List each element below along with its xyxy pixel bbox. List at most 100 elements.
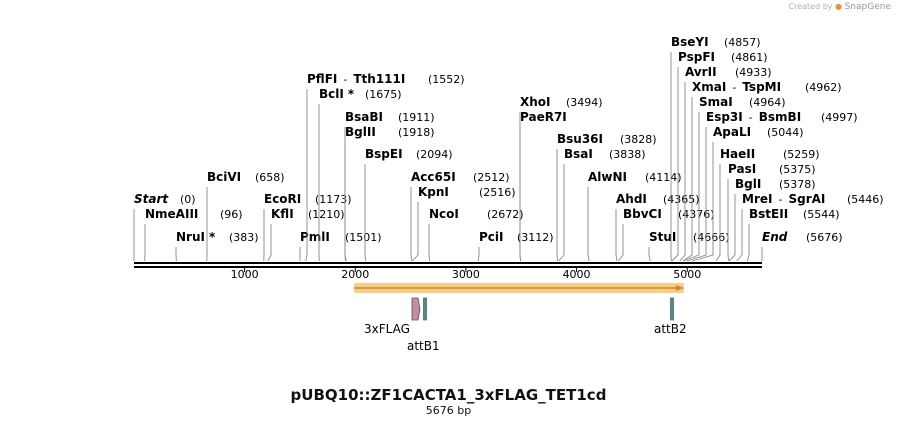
enzyme-site[interactable]: PciI(3112) [477, 230, 554, 262]
enzyme-site[interactable]: PaeR7I [519, 110, 567, 262]
enzyme-position: (1552) [428, 73, 465, 86]
enzyme-name: BseYI [671, 35, 709, 49]
enzyme-name: BspEI [365, 147, 403, 161]
feature-attb2[interactable]: attB2 [654, 297, 687, 336]
enzyme-name: PmlI [300, 230, 330, 244]
enzyme-name: BsaI [564, 147, 593, 161]
axis-tick-label: 2000 [341, 268, 369, 281]
enzyme-site[interactable]: BstEII(5544) [746, 207, 840, 262]
enzyme-name: Start [134, 192, 169, 206]
dna-backbone[interactable] [134, 262, 762, 268]
enzyme-site[interactable]: Acc65I(2512) [410, 170, 510, 262]
enzyme-position: (4964) [749, 96, 786, 109]
enzyme-name: BglI [735, 177, 761, 191]
enzyme-site[interactable]: BclI*(1675) [318, 87, 402, 262]
enzyme-leader-line [679, 82, 686, 262]
enzyme-site[interactable]: AlwNI(4114) [587, 170, 682, 262]
enzyme-leader-line [412, 202, 419, 262]
enzyme-site[interactable]: End(5676) [761, 230, 843, 261]
methylation-star: * [348, 87, 355, 101]
axis-tick-label: 3000 [452, 268, 480, 281]
enzyme-position: (96) [220, 208, 243, 221]
enzyme-name: StuI [649, 230, 676, 244]
enzyme-name: ApaLI [713, 125, 751, 139]
enzyme-leader-line [648, 247, 651, 262]
enzyme-position: (4376) [678, 208, 715, 221]
isoschizomer-dash: - [778, 193, 782, 206]
enzyme-position: (4962) [805, 81, 842, 94]
enzyme-site[interactable]: AvrII(4933) [679, 65, 772, 262]
enzyme-site[interactable]: BglI(5378) [728, 177, 816, 262]
enzyme-leader-line [364, 164, 367, 262]
enzyme-name: BbvCI [623, 207, 662, 221]
orf-track[interactable] [354, 283, 684, 293]
enzyme-site[interactable]: PspFI(4861) [671, 50, 768, 262]
enzyme-name-secondary: BsmBI [759, 110, 801, 124]
enzyme-site[interactable]: PflFI-Tth111I(1552) [305, 72, 465, 262]
enzyme-position: (1501) [345, 231, 382, 244]
credit-brand: SnapGene [844, 2, 891, 12]
credit-prefix: Created by [788, 2, 833, 11]
enzyme-name: XhoI [520, 95, 551, 109]
enzyme-position: (2512) [473, 171, 510, 184]
feature-label: attB1 [407, 339, 440, 353]
enzyme-position: (1675) [365, 88, 402, 101]
enzyme-site[interactable]: SmaI (4964) [683, 95, 786, 262]
enzyme-name: PaeR7I [520, 110, 567, 124]
enzyme-site[interactable]: EcoRI(1173) [263, 192, 352, 262]
enzyme-name: EcoRI [264, 192, 301, 206]
enzyme-site[interactable]: KflI(1210) [267, 207, 345, 262]
feature-track[interactable]: 3xFLAG attB1 attB2 [364, 297, 687, 353]
enzyme-position: (1210) [308, 208, 345, 221]
enzyme-position: (4365) [663, 193, 700, 206]
enzyme-site[interactable]: Esp3I-BsmBI(4997) [686, 110, 858, 262]
enzyme-position: (3112) [517, 231, 554, 244]
orf-arrow-icon [675, 285, 684, 291]
enzyme-site[interactable]: NruI*(383) [175, 230, 259, 262]
enzyme-position: (5044) [767, 126, 804, 139]
enzyme-position: (383) [229, 231, 259, 244]
enzyme-leader-line [746, 224, 750, 262]
enzyme-position: (5676) [806, 231, 843, 244]
enzyme-site[interactable]: ApaLI (5044) [691, 125, 804, 262]
enzyme-site[interactable]: NmeAIII(96) [144, 207, 243, 262]
enzyme-site[interactable]: BsaI(3838) [558, 147, 646, 262]
enzyme-site[interactable]: PasI(5375) [727, 162, 816, 262]
feature-3xflag[interactable]: 3xFLAG [364, 297, 421, 336]
enzyme-site[interactable]: AhdI (4365) [615, 192, 700, 262]
enzyme-position: (2094) [416, 148, 453, 161]
enzyme-leader-line [344, 142, 347, 262]
enzyme-position: (4997) [821, 111, 858, 124]
enzyme-site[interactable]: KpnI(2516) [412, 185, 516, 262]
enzyme-site[interactable]: BseYI(4857) [670, 35, 761, 262]
enzyme-site[interactable]: PmlI (1501) [299, 230, 382, 262]
enzyme-site[interactable]: Bsu36I(3828) [556, 132, 657, 262]
enzyme-site[interactable]: BciVI(658) [206, 170, 285, 262]
enzyme-site[interactable]: NcoI(2672) [428, 207, 524, 262]
enzyme-site[interactable]: BglII(1918) [344, 125, 435, 262]
enzyme-name: AhdI [616, 192, 647, 206]
enzyme-position: (4933) [735, 66, 772, 79]
enzyme-site[interactable]: XhoI(3494) [519, 95, 603, 262]
feature-attb1[interactable]: attB1 [407, 297, 440, 353]
enzyme-position: (1918) [398, 126, 435, 139]
enzyme-site[interactable]: HaeII(5259) [715, 147, 820, 262]
enzyme-site[interactable]: MreI-SgrAI(5446) [736, 192, 884, 262]
enzyme-name-secondary: TspMI [742, 80, 781, 94]
enzyme-name: BsaBI [345, 110, 383, 124]
enzyme-site[interactable]: BbvCI (4376) [617, 207, 715, 262]
methylation-star: * [209, 230, 216, 244]
enzyme-name-secondary: SgrAI [788, 192, 825, 206]
enzyme-site[interactable]: XmaI-TspMI(4962) [682, 80, 842, 262]
enzyme-position: (4666) [693, 231, 730, 244]
enzyme-name: Bsu36I [557, 132, 603, 146]
plasmid-length: 5676 bp [425, 404, 472, 417]
enzyme-name: SmaI [699, 95, 733, 109]
enzyme-name: BciVI [207, 170, 241, 184]
enzyme-site[interactable]: BspEI (2094) [364, 147, 453, 262]
enzyme-site[interactable]: Start(0) [133, 192, 196, 261]
isoschizomer-dash: - [343, 73, 347, 86]
